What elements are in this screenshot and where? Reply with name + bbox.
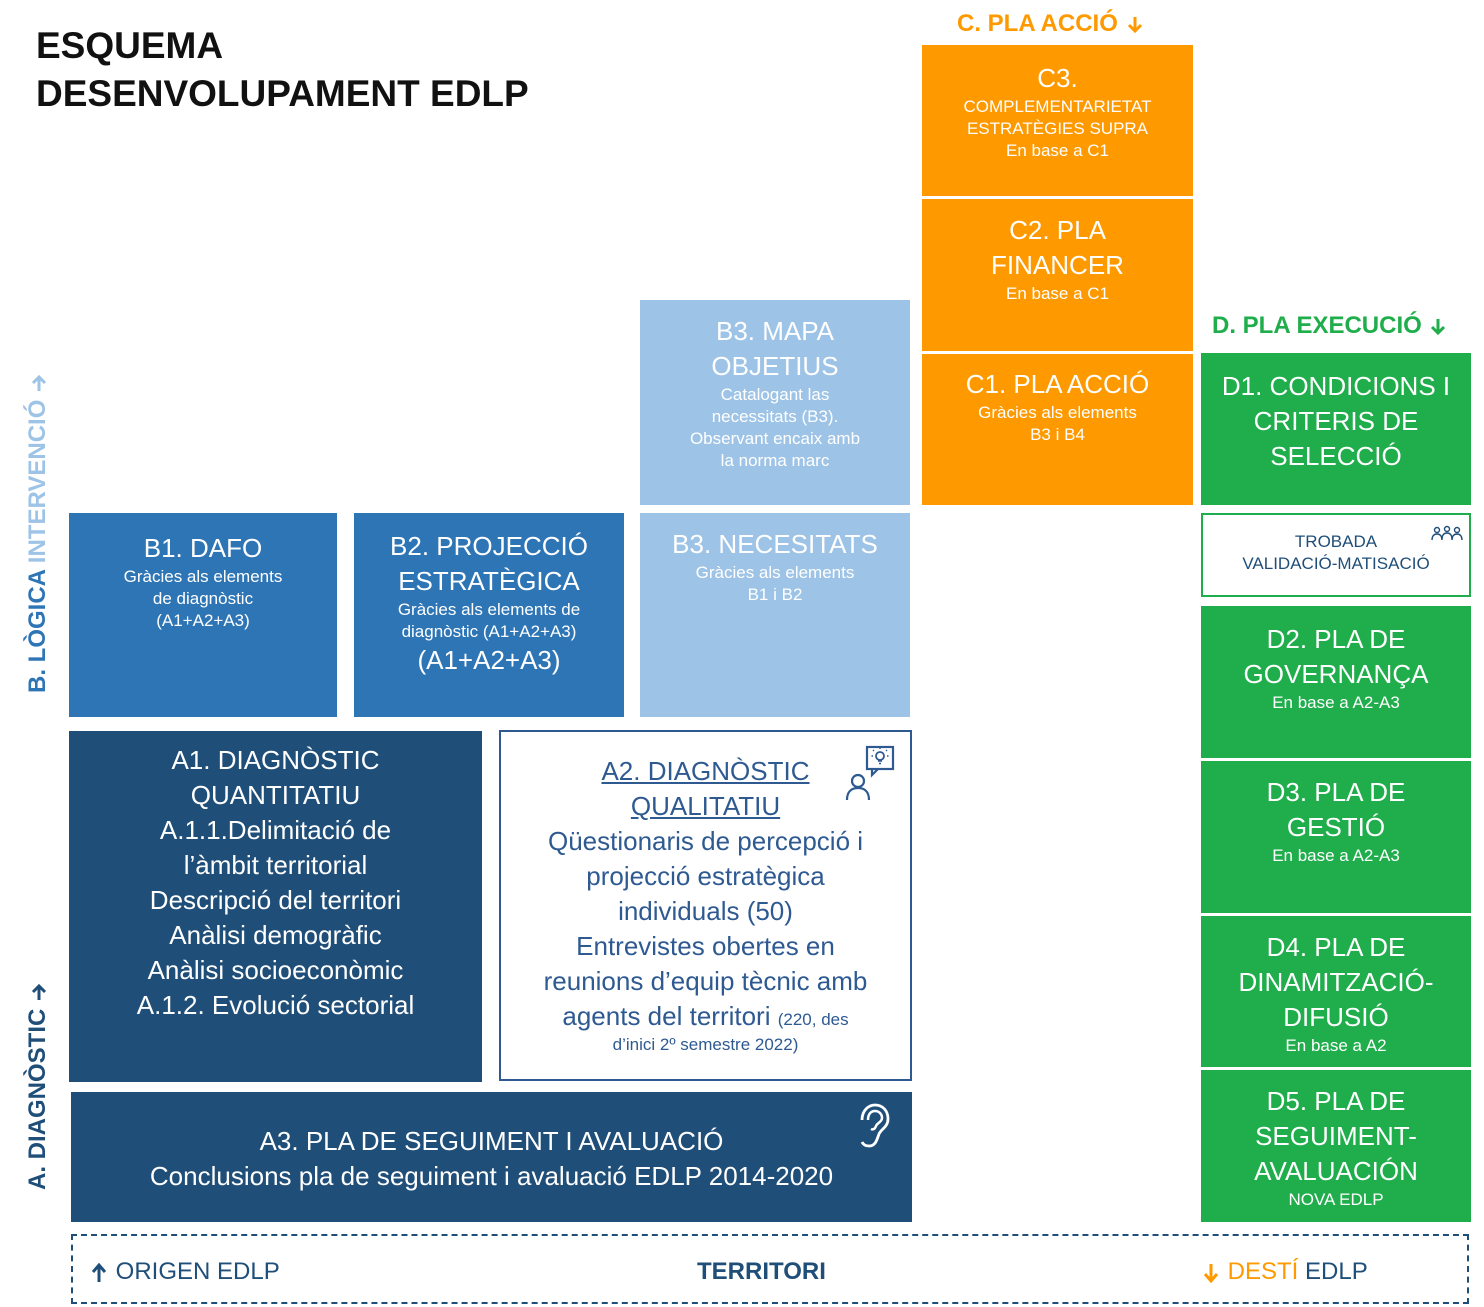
header-d-pla-execucio: D. PLA EXECUCIÓ <box>1212 312 1448 340</box>
people-icon <box>1431 525 1463 541</box>
box-d1-condicions: D1. CONDICIONS I CRITERIS DE SELECCIÓ <box>1201 353 1471 505</box>
axis-label-b-logica: B. LÒGICA INTERVENCIÓ <box>24 373 52 693</box>
box-d3-gestio: D3. PLA DE GESTIÓ En base a A2-A3 <box>1201 761 1471 913</box>
box-b3-mapa-objetius: B3. MAPA OBJETIUS Catalogant las necessi… <box>640 300 910 505</box>
box-c1-pla-accio: C1. PLA ACCIÓ Gràcies als elements B3 i … <box>922 354 1193 505</box>
box-c2-pla-financer: C2. PLA FINANCER En base a C1 <box>922 199 1193 351</box>
person-lightbulb-icon <box>845 745 895 801</box>
ear-icon <box>860 1103 890 1148</box>
origen-edlp: ORIGEN EDLP <box>89 1258 280 1286</box>
title-line-1: ESQUEMA <box>36 25 224 66</box>
footer-territori-bar: ORIGEN EDLP TERRITORI DESTÍ EDLP <box>71 1234 1469 1304</box>
box-a3-pla-seguiment: A3. PLA DE SEGUIMENT I AVALUACIÓ Conclus… <box>71 1092 912 1222</box>
box-trobada-validacio: TROBADA VALIDACIÓ-MATISACIÓ <box>1201 513 1471 597</box>
arrow-down-icon <box>1127 16 1142 33</box>
arrow-down-icon <box>1203 1263 1219 1283</box>
desti-edlp: DESTÍ EDLP <box>1201 1258 1368 1286</box>
box-d5-seguiment: D5. PLA DE SEGUIMENT- AVALUACIÓN NOVA ED… <box>1201 1070 1471 1222</box>
header-c-pla-accio: C. PLA ACCIÓ <box>957 10 1145 38</box>
box-b2-projeccio-estrategica: B2. PROJECCIÓ ESTRATÈGICA Gràcies als el… <box>354 513 624 717</box>
box-a1-diagnostic-quantitatiu: A1. DIAGNÒSTIC QUANTITATIU A.1.1.Delimit… <box>69 731 482 1082</box>
box-c3-complementarietat: C3. COMPLEMENTARIETAT ESTRATÈGIES SUPRA … <box>922 45 1193 196</box>
arrow-down-icon <box>1431 318 1446 335</box>
box-d2-governanca: D2. PLA DE GOVERNANÇA En base a A2-A3 <box>1201 606 1471 758</box>
axis-label-a-diagnostic: A. DIAGNÒSTIC <box>24 982 52 1190</box>
box-d4-dinamitzacio: D4. PLA DE DINAMITZACIÓ- DIFUSIÓ En base… <box>1201 916 1471 1067</box>
box-a2-diagnostic-qualitatiu: A2. DIAGNÒSTIC QUALITATIU Qüestionaris d… <box>499 730 912 1081</box>
box-b1-dafo: B1. DAFO Gràcies als elements de diagnòs… <box>69 513 337 717</box>
arrow-right-icon <box>31 374 46 391</box>
territori-label: TERRITORI <box>697 1258 826 1285</box>
title-line-2: DESENVOLUPAMENT EDLP <box>36 73 529 114</box>
arrow-right-icon <box>31 983 46 1000</box>
page-title: ESQUEMA DESENVOLUPAMENT EDLP <box>36 22 529 118</box>
arrow-up-icon <box>91 1262 107 1282</box>
box-b3-necesitats: B3. NECESITATS Gràcies als elements B1 i… <box>640 513 910 717</box>
